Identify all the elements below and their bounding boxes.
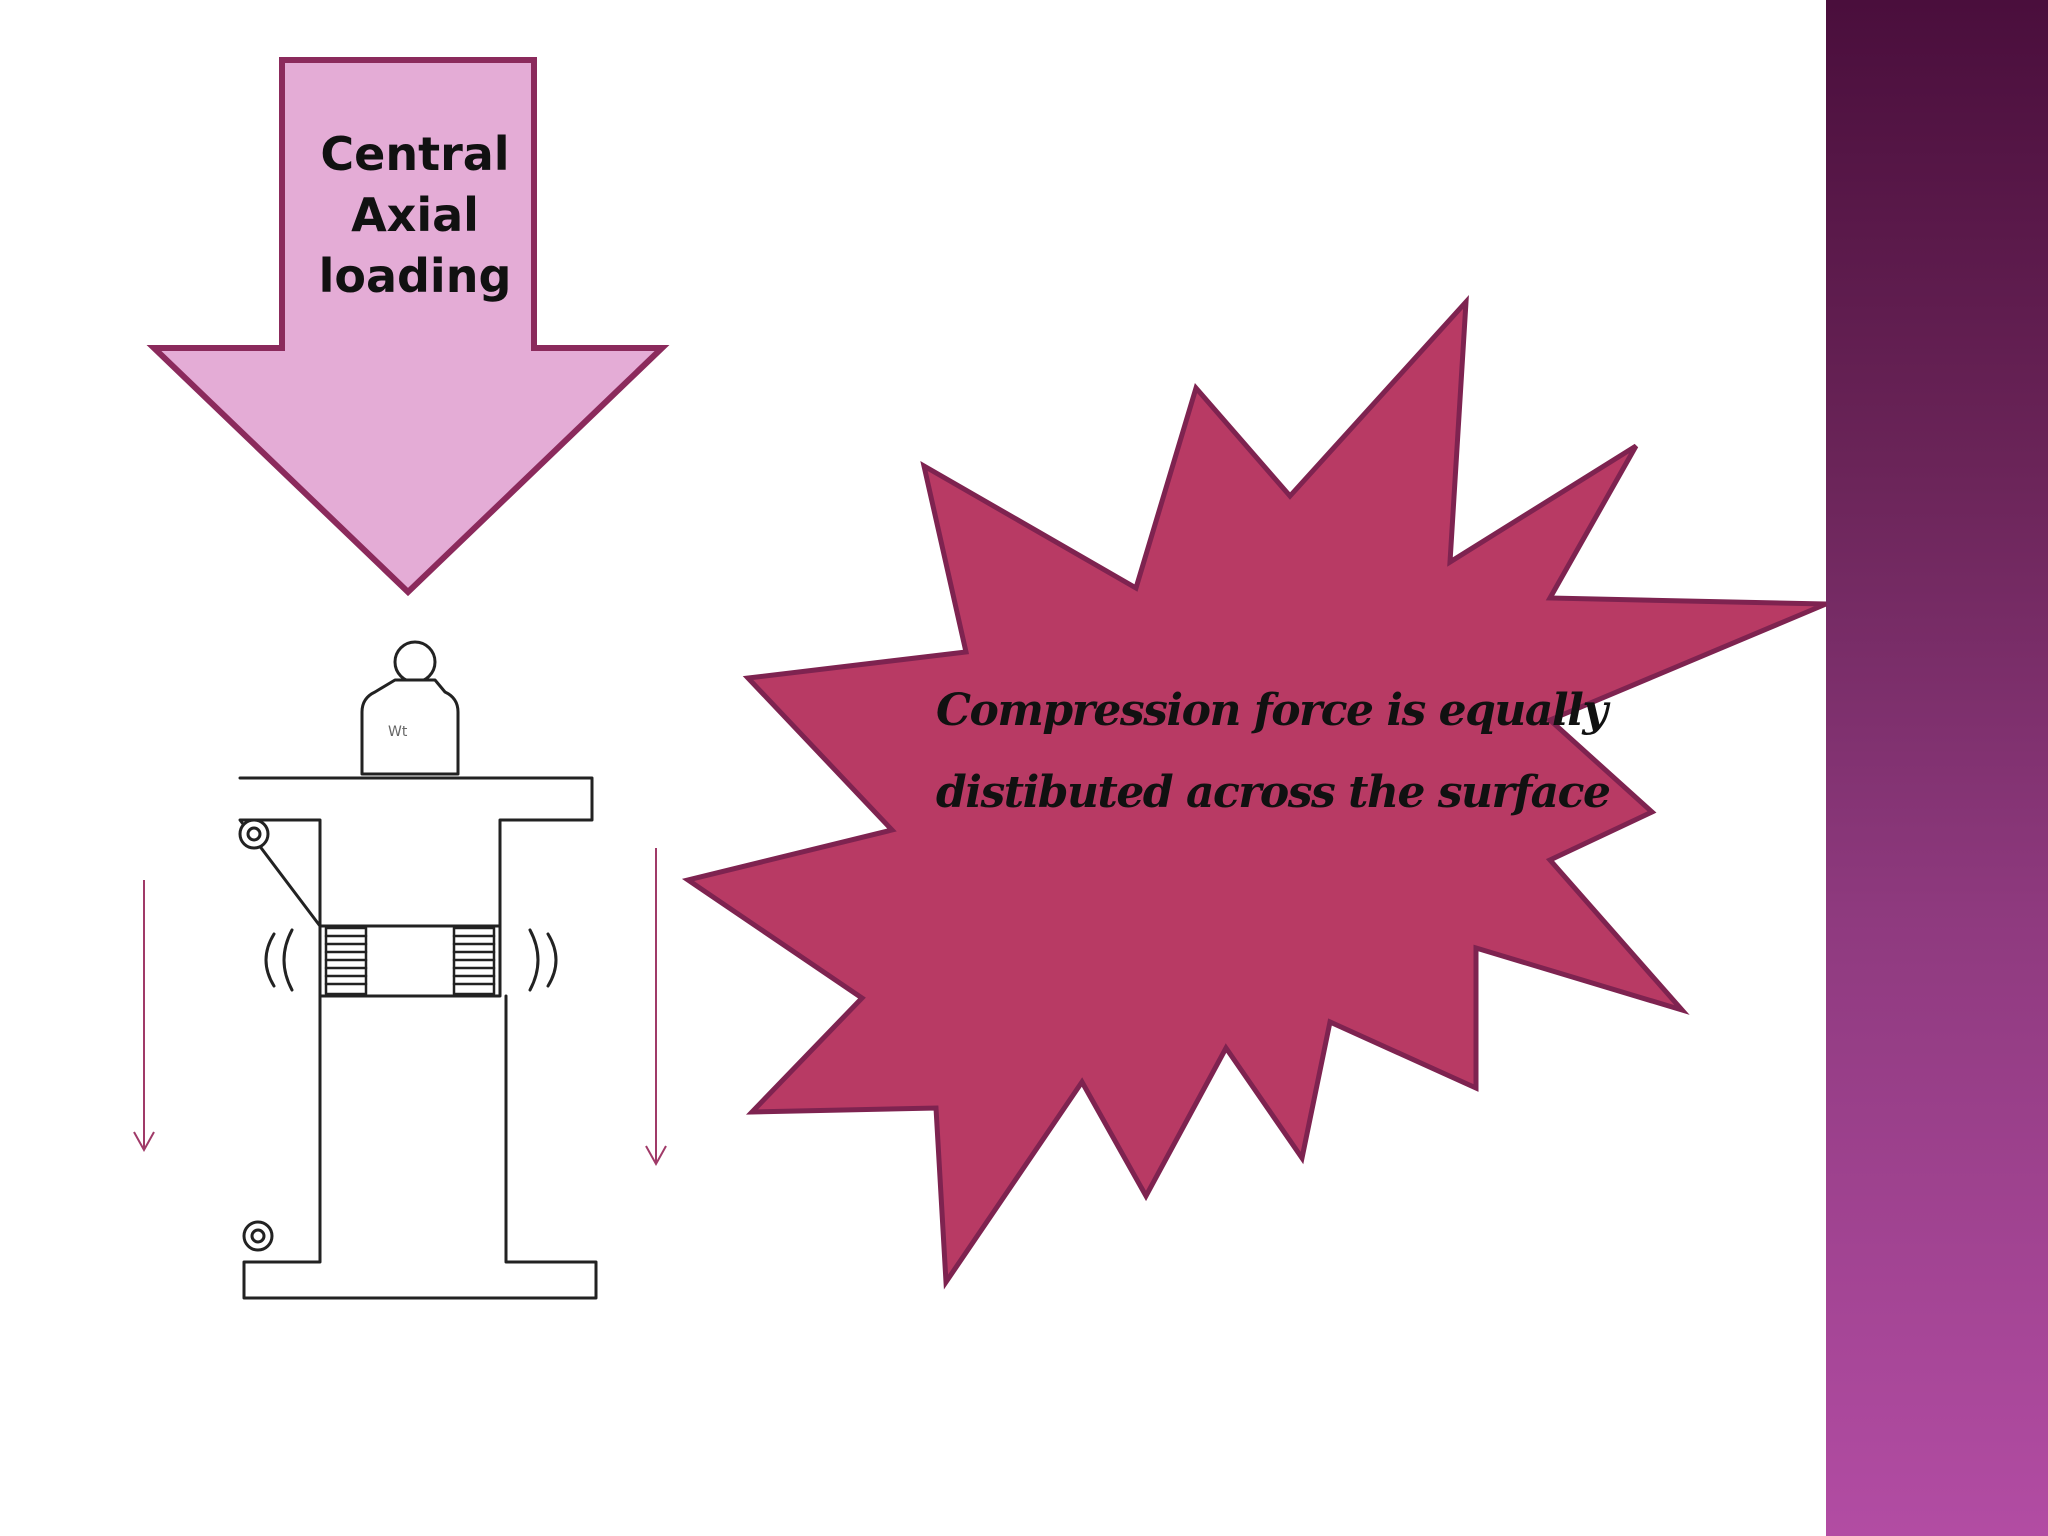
- spring-right: [452, 926, 496, 996]
- weight-label: Wt: [388, 724, 408, 740]
- upper-frame: [238, 776, 594, 928]
- loading-apparatus: [238, 640, 598, 1300]
- burst-text-line-1: Compression force is equally: [936, 685, 1608, 736]
- vibration-marks-right: [528, 928, 558, 992]
- burst-text: Compression force is equally distibuted …: [936, 670, 1616, 834]
- weight-knob: [393, 640, 437, 684]
- arrow-label: Central Axial loading: [318, 127, 512, 303]
- load-arrow: [146, 57, 670, 597]
- force-arrow-left: [133, 880, 155, 1153]
- hinge-bottom: [242, 1220, 274, 1252]
- hinge-top: [238, 818, 270, 850]
- force-arrow-right: [645, 848, 667, 1167]
- compression-burst: [681, 295, 1827, 1290]
- weight-body: [360, 678, 460, 776]
- vibration-marks-left: [264, 928, 294, 992]
- decorative-side-bar: [1826, 0, 2048, 1536]
- lower-frame: [242, 994, 598, 1300]
- burst-text-line-2: distibuted across the surface: [936, 767, 1611, 818]
- spring-left: [324, 926, 368, 996]
